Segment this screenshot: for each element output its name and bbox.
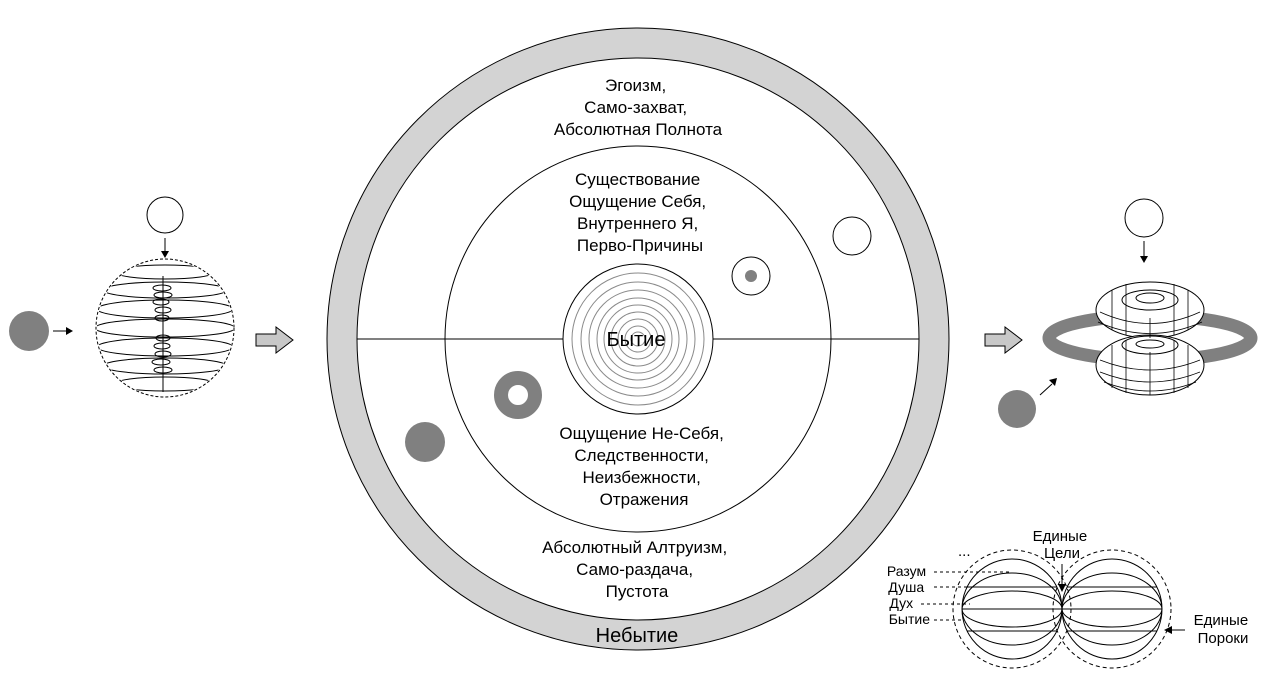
gray-ball-symbol [405, 422, 445, 462]
svg-text:Разум Душа Дух: Разум Душа Дух Бытие [887, 563, 930, 627]
nonbeing-label: Небытие [596, 625, 679, 647]
levels-ellipsis: ... [958, 543, 971, 560]
svg-text:Эгоизм, Само-захват,: Эгоизм, Само-захват, Абсолютная Полнота [554, 76, 723, 139]
being-core-rings [571, 272, 705, 406]
outer-top-line-1: Эгоизм, [605, 76, 666, 95]
left-sphere-outline [95, 258, 235, 398]
svg-text:Единые Цели: Единые Цели [1033, 528, 1092, 562]
outer-bottom-line-1: Абсолютный Алтруизм, [542, 538, 727, 557]
inner-bottom-line-2: Следственности, [574, 446, 709, 465]
right-gray-ball [998, 390, 1036, 428]
outer-top-line-3: Абсолютная Полнота [554, 120, 723, 139]
main-circle-diagram: Эгоизм, Само-захват, Абсолютная Полнота … [326, 27, 950, 651]
svg-text:Единые Пороки: Единые Пороки [1194, 612, 1253, 647]
left-sphere-inner-spring [151, 276, 173, 392]
inner-top-line-2: Ощущение Себя, [569, 192, 706, 211]
circled-dot-center [745, 270, 757, 282]
left-coil-sphere-group [9, 196, 235, 398]
svg-text:Ощущение Не-Себя, Следст: Ощущение Не-Себя, Следственности, Неизбе… [559, 424, 728, 509]
level-label-being: Бытие [889, 611, 930, 627]
inner-top-line-1: Существование [575, 170, 700, 189]
united-goals-arrow [1058, 564, 1066, 592]
right-down-arrow [1140, 241, 1148, 263]
united-vices-line-2: Пороки [1198, 630, 1249, 647]
being-core-circle [562, 263, 714, 415]
level-label-soul: Душа [888, 579, 924, 595]
right-level-sphere [1052, 549, 1172, 669]
svg-text:Существование Ощущение С: Существование Ощущение Себя, Внутреннего… [569, 170, 711, 255]
united-goals-line-1: Единые [1033, 528, 1088, 545]
left-hollow-arrow [255, 325, 294, 355]
inner-top-line-3: Внутреннего Я, [577, 214, 698, 233]
united-goals-line-2: Цели [1044, 545, 1080, 562]
torus-body [1095, 281, 1205, 396]
outer-bottom-line-2: Само-раздача, [576, 560, 693, 579]
inner-bottom-line-3: Неизбежности, [582, 468, 700, 487]
empty-circle-symbol [832, 216, 872, 256]
left-down-arrow [161, 238, 169, 258]
center-label: Бытие [607, 329, 666, 351]
right-diagonal-arrow [1039, 378, 1057, 396]
united-vices-line-1: Единые [1194, 612, 1249, 629]
inner-bottom-line-1: Ощущение Не-Себя, [559, 424, 723, 443]
gray-ring-symbol [494, 371, 542, 419]
united-vices-arrow [1164, 626, 1185, 634]
left-gray-ball [9, 311, 49, 351]
right-top-empty-circle [1124, 198, 1164, 238]
svg-text:Абсолютный Алтруизм, Сам: Абсолютный Алтруизм, Само-раздача, Пусто… [542, 538, 732, 601]
inner-top-line-4: Перво-Причины [577, 236, 703, 255]
outer-bottom-line-3: Пустота [606, 582, 669, 601]
right-torus-group [998, 198, 1258, 428]
level-label-spirit: Дух [889, 595, 913, 611]
level-label-mind: Разум [887, 563, 926, 579]
levels-diagram: ... Разум Душа Дух Бытие Единые Цели Еди… [887, 528, 1253, 669]
level-pointer-lines [921, 571, 1010, 621]
inner-bottom-line-4: Отражения [600, 490, 689, 509]
left-top-empty-circle [146, 196, 184, 234]
left-right-arrow [53, 327, 73, 335]
outer-top-line-2: Само-захват, [584, 98, 687, 117]
right-hollow-arrow [984, 325, 1023, 355]
